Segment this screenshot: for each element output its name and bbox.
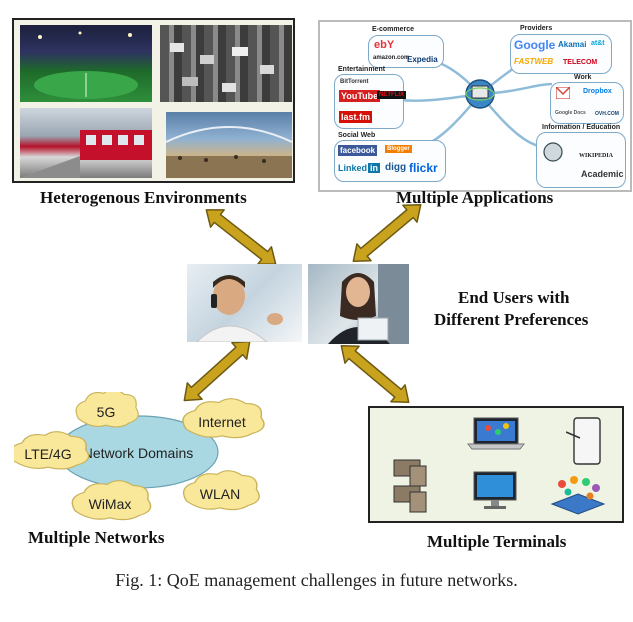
work-box: Dropbox Google Docs OVH.COM xyxy=(550,82,624,124)
facebook-logo: facebook xyxy=(338,145,378,156)
arrow-environments-users xyxy=(198,200,284,274)
entertainment-box: BitTorrent YouTube NETFLIX last.fm xyxy=(334,74,406,129)
stadium-lights-graphic xyxy=(34,31,138,99)
tablet-icon xyxy=(566,417,601,465)
user-with-tablet-photo xyxy=(308,264,409,344)
social-web-box: facebook Blogger Linked in digg flickr xyxy=(334,140,446,182)
telecom-logo: TELECOM xyxy=(563,59,598,66)
networks-label: Multiple Networks xyxy=(28,528,165,547)
linkedin-in-logo: in xyxy=(368,163,380,173)
desktop-pc-icon xyxy=(393,459,427,513)
flickr-logo: flickr xyxy=(409,161,438,175)
entertainment-title: Entertainment xyxy=(338,66,386,73)
cloud-5g-text: 5G xyxy=(97,404,116,420)
terminals-label: Multiple Terminals xyxy=(427,532,567,551)
applications-label: Multiple Applications xyxy=(396,188,554,207)
academic-logo: Academic xyxy=(581,169,624,179)
google-logo: Google xyxy=(514,38,556,52)
cloud-wimax-text: WiMax xyxy=(89,496,132,512)
expedia-logo: Expedia xyxy=(407,55,438,64)
terminals-panel xyxy=(368,406,624,523)
networks-diagram: Network Domains 5G Internet LTE/4G WiMax… xyxy=(14,392,265,521)
ebay-logo: ebY xyxy=(374,39,395,51)
users-label-line1: End Users with xyxy=(458,288,570,307)
mall-photo xyxy=(166,112,292,178)
laptop-icon xyxy=(466,417,526,450)
fastweb-logo: FASTWEB xyxy=(514,57,554,66)
monitor-icon xyxy=(473,471,517,509)
apps-tablet-icon xyxy=(550,476,606,515)
amazon-logo: amazon.com xyxy=(373,55,410,61)
akamai-logo: Akamai xyxy=(558,40,587,49)
wikileaks-icon xyxy=(543,142,563,162)
blogger-logo: Blogger xyxy=(385,145,412,153)
ovh-logo: OVH.COM xyxy=(595,111,619,117)
environments-panel xyxy=(12,18,295,183)
netflix-logo: NETFLIX xyxy=(377,91,406,99)
ecommerce-title: E-commerce xyxy=(372,26,415,33)
wikipedia-logo: WIKIPEDIA xyxy=(579,153,614,159)
traffic-photo xyxy=(160,25,292,102)
providers-box: Google Akamai FASTWEB at&t TELECOM xyxy=(510,34,612,74)
dropbox-logo: Dropbox xyxy=(583,88,612,95)
network-domains-text: Network Domains xyxy=(83,445,193,461)
applications-panel: E-commerce ebY amazon.com Expedia Entert… xyxy=(318,20,632,192)
stadium-photo xyxy=(20,25,152,102)
information-education-box: WIKIPEDIA Academic xyxy=(536,132,626,188)
man-on-phone-graphic xyxy=(196,275,283,342)
users-label-line2: Different Preferences xyxy=(434,310,589,329)
att-logo: at&t xyxy=(591,40,605,47)
digg-logo: digg xyxy=(385,162,407,173)
traffic-graphic xyxy=(170,43,274,92)
ecommerce-box: ebY amazon.com Expedia xyxy=(368,35,444,68)
social-web-title: Social Web xyxy=(338,132,376,139)
user-on-phone-photo xyxy=(187,264,302,342)
arrow-terminals-users xyxy=(333,336,417,412)
bittorrent-logo: BitTorrent xyxy=(340,79,369,85)
providers-title: Providers xyxy=(520,25,553,32)
information-education-title: Information / Education xyxy=(542,124,621,131)
cloud-wlan-text: WLAN xyxy=(200,486,240,502)
metro-graphic xyxy=(20,130,152,178)
work-title: Work xyxy=(574,74,592,81)
cloud-lte-text: LTE/4G xyxy=(24,446,71,462)
gmail-icon xyxy=(556,87,570,99)
environments-label: Heterogenous Environments xyxy=(40,188,247,207)
metro-photo xyxy=(20,108,152,178)
google-docs-logo: Google Docs xyxy=(555,110,586,116)
figure-caption: Fig. 1: QoE management challenges in fut… xyxy=(115,570,518,590)
woman-with-tablet-graphic xyxy=(328,264,409,344)
youtube-logo: YouTube xyxy=(339,90,381,102)
linkedin-logo: Linked xyxy=(338,163,368,173)
lastfm-logo: last.fm xyxy=(339,111,373,123)
cloud-internet-text: Internet xyxy=(198,414,246,430)
mall-graphic xyxy=(166,126,292,178)
